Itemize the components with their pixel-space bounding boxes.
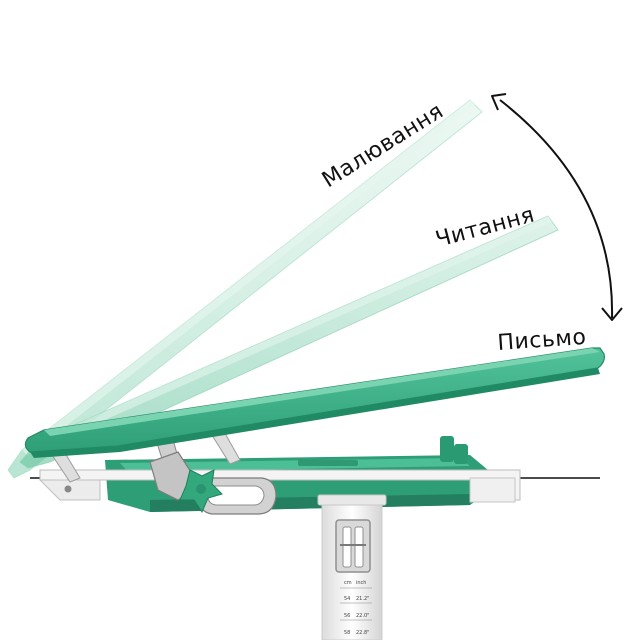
scale-mark-inch: 22.0" [356,613,369,619]
pen-stopper [454,444,468,464]
scale-mark-inch: 22.8" [356,630,369,636]
height-clip[interactable] [335,519,371,573]
desk-top-writing-position [24,347,605,464]
scale-mark-cm: 58 [344,630,350,636]
scale-mark-inch: 21.2" [356,596,369,602]
pen-stopper [440,436,454,462]
tilt-knob-icon[interactable] [179,469,223,514]
scale-unit-cm: cm [344,580,352,586]
scale-mark-cm: 54 [344,596,350,602]
height-scale: cm inch 54 21.2" 56 22.0" 58 22.8" [340,580,372,636]
desk-leg: cm inch 54 21.2" 56 22.0" 58 22.8" [317,494,387,640]
tilt-mechanism[interactable] [149,451,277,515]
label-writing: Письмо [497,325,587,356]
scale-unit-inch: inch [356,580,366,586]
tilt-range-arrow-icon [491,93,623,321]
frame-bolt-icon [64,485,72,493]
desk-top-drawing-position [7,99,483,479]
scale-mark-cm: 56 [344,613,350,619]
